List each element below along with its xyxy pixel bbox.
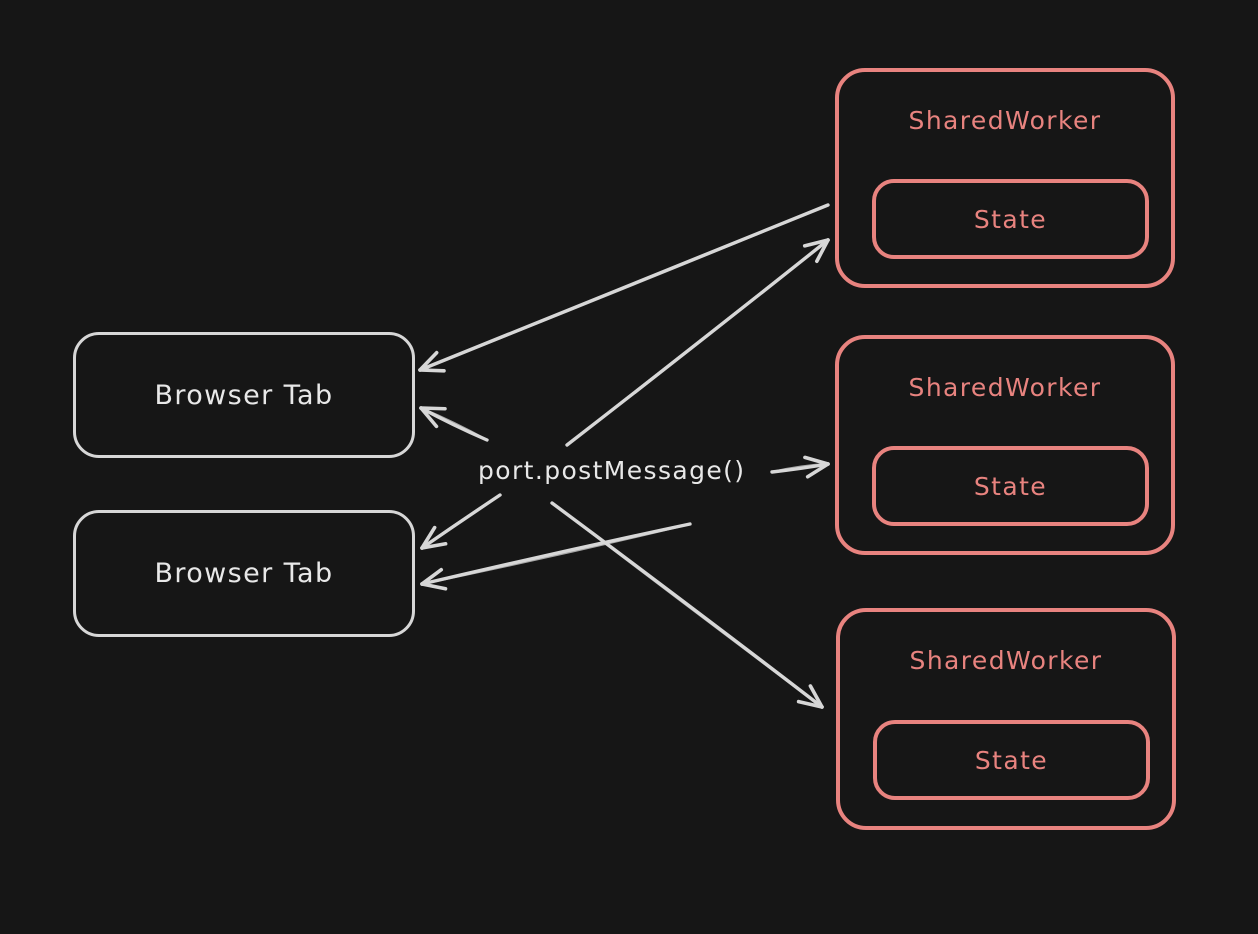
arrow-label-to-sw1: [565, 238, 830, 447]
arrow-label-to-sw3: [550, 501, 824, 709]
shared-worker-3-state-label: State: [974, 745, 1049, 775]
arrow-sw-to-tab2-long: [420, 522, 692, 591]
shared-worker-3-node[interactable]: SharedWorker State: [836, 608, 1176, 830]
post-message-edge-label: port.postMessage(): [478, 456, 746, 485]
shared-worker-3-title: SharedWorker: [909, 646, 1103, 675]
arrow-sw1-to-tab1: [418, 203, 830, 373]
shared-worker-1-state-box[interactable]: State: [872, 179, 1149, 259]
arrow-label-to-tab2: [420, 493, 502, 550]
shared-worker-2-title: SharedWorker: [908, 373, 1102, 402]
arrow-label-to-sw2: [770, 455, 830, 479]
shared-worker-2-state-box[interactable]: State: [872, 446, 1149, 526]
browser-tab-2-label: Browser Tab: [154, 558, 334, 589]
shared-worker-1-node[interactable]: SharedWorker State: [835, 68, 1175, 288]
shared-worker-1-title: SharedWorker: [908, 106, 1102, 135]
browser-tab-1-node[interactable]: Browser Tab: [73, 332, 415, 458]
browser-tab-1-label: Browser Tab: [154, 379, 334, 411]
shared-worker-2-node[interactable]: SharedWorker State: [835, 335, 1175, 555]
browser-tab-2-node[interactable]: Browser Tab: [73, 510, 415, 637]
shared-worker-2-state-label: State: [973, 471, 1048, 501]
arrow-label-to-tab1: [419, 406, 489, 442]
shared-worker-1-state-label: State: [973, 204, 1048, 234]
shared-worker-3-state-box[interactable]: State: [873, 720, 1150, 800]
